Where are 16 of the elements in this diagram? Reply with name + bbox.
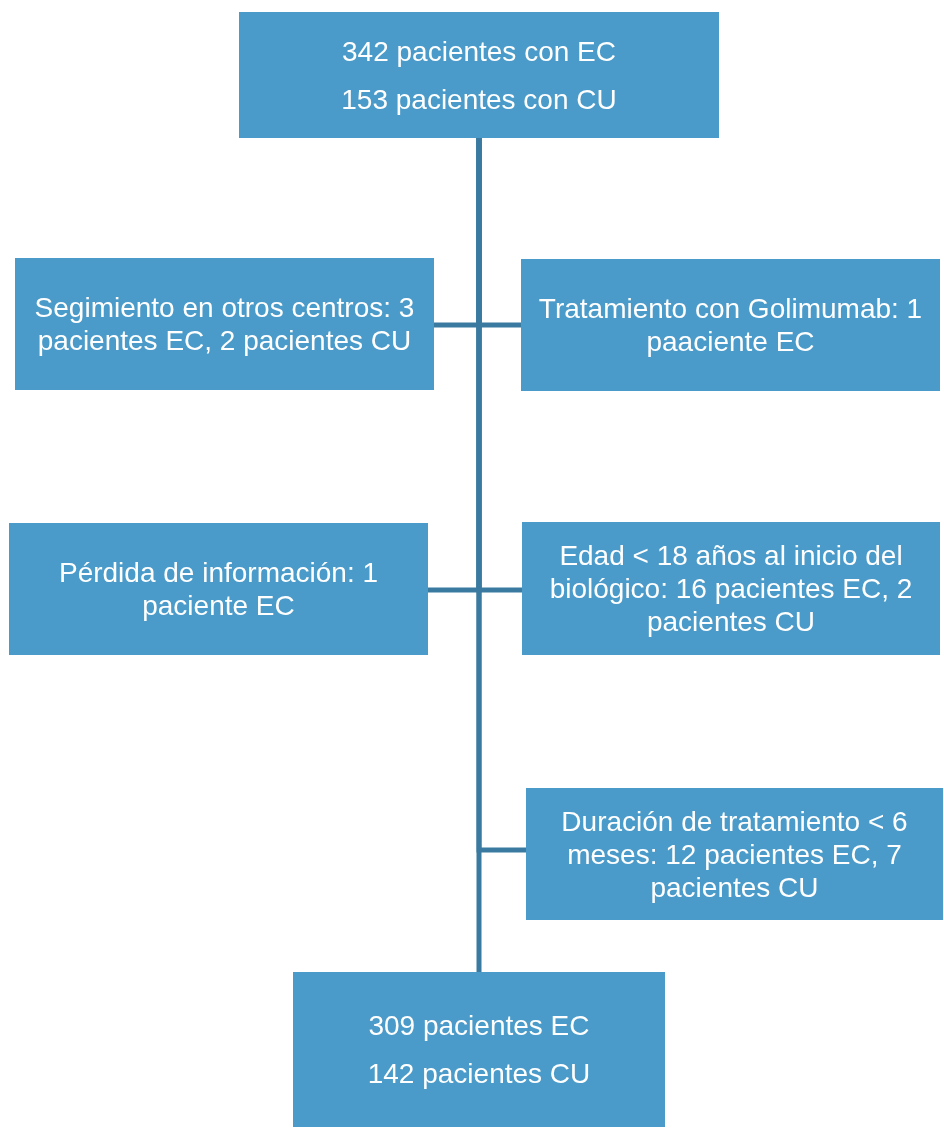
process-box [293,972,665,1127]
box-text: 342 pacientes con EC [342,34,616,68]
process-box [239,12,719,138]
process-box [15,258,434,390]
box-text: 142 pacientes CU [367,1057,591,1090]
process-box [522,522,940,655]
box-text: 309 pacientes EC [368,1009,590,1042]
box-text: Segimiento en otros centros: 3 pacientes EC, 2 pacientes CU [33,291,416,357]
process-box [526,788,943,920]
process-box [9,523,428,655]
box-text: Duración de tratamiento < 6 meses: 12 pacientes EC, 7 pacientes CU [560,804,909,904]
box-text: Pérdida de información: 1 paciente EC [57,556,380,622]
process-box [521,259,940,391]
box-text: Tratamiento con Golimumab: 1 paaciente EC [537,292,924,358]
box-text: Edad < 18 años al inicio del biológico: 16 pacientes EC, 2 pacientes CU [548,539,914,638]
box-text: 153 pacientes con CU [341,82,617,116]
